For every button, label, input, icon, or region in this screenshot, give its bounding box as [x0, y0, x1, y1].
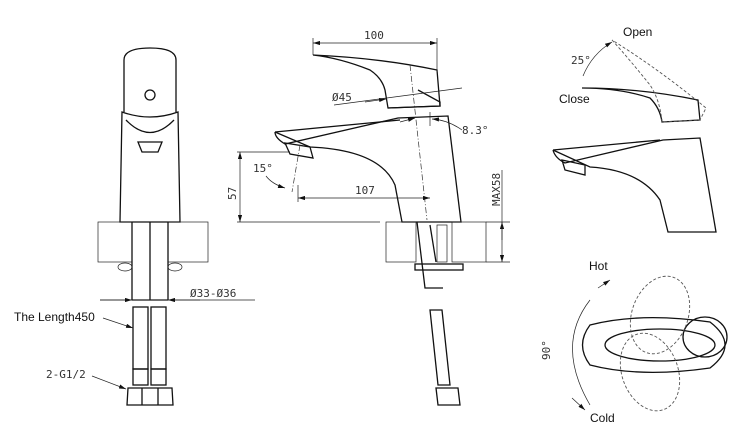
top-view: Hot 90° Cold [540, 259, 728, 425]
handle-closed [581, 87, 701, 123]
handle-indicator [144, 89, 156, 101]
side-view: 100 Ø45 8.3° 15° 57 107 MAX58 [226, 29, 510, 406]
cartridge-diameter-label: Ø45 [332, 91, 352, 104]
open-angle-label: 25° [571, 54, 591, 67]
front-handle [123, 47, 177, 112]
handle-cold [619, 332, 681, 412]
width-label: 100 [364, 29, 384, 42]
side-handle [312, 54, 441, 109]
hose-diameter-label: Ø33-Ø36 [190, 287, 236, 300]
spout-angle-label: 15° [253, 162, 273, 175]
spout-height-label: 57 [226, 187, 239, 200]
hose-length-label: The Length450 [14, 310, 95, 324]
handle-hot [629, 275, 691, 355]
hot-label: Hot [589, 259, 608, 273]
side-body [274, 115, 462, 223]
top-body [581, 317, 726, 373]
operation-view: Open 25° Close [552, 25, 717, 233]
rotation-angle-label: 90° [540, 340, 553, 360]
handle-open [611, 39, 707, 123]
front-view: Ø33-Ø36 The Length450 2-G1/2 [14, 47, 255, 406]
max-thickness-label: MAX58 [490, 173, 503, 206]
handle-angle-label: 8.3° [462, 124, 489, 137]
close-label: Close [559, 92, 590, 106]
cold-label: Cold [590, 411, 615, 425]
spout-reach-label: 107 [355, 184, 375, 197]
connector-label: 2-G1/2 [46, 368, 86, 381]
open-label: Open [623, 25, 652, 39]
side-aerator [283, 142, 314, 159]
front-aerator [137, 141, 163, 153]
front-body [119, 111, 181, 223]
